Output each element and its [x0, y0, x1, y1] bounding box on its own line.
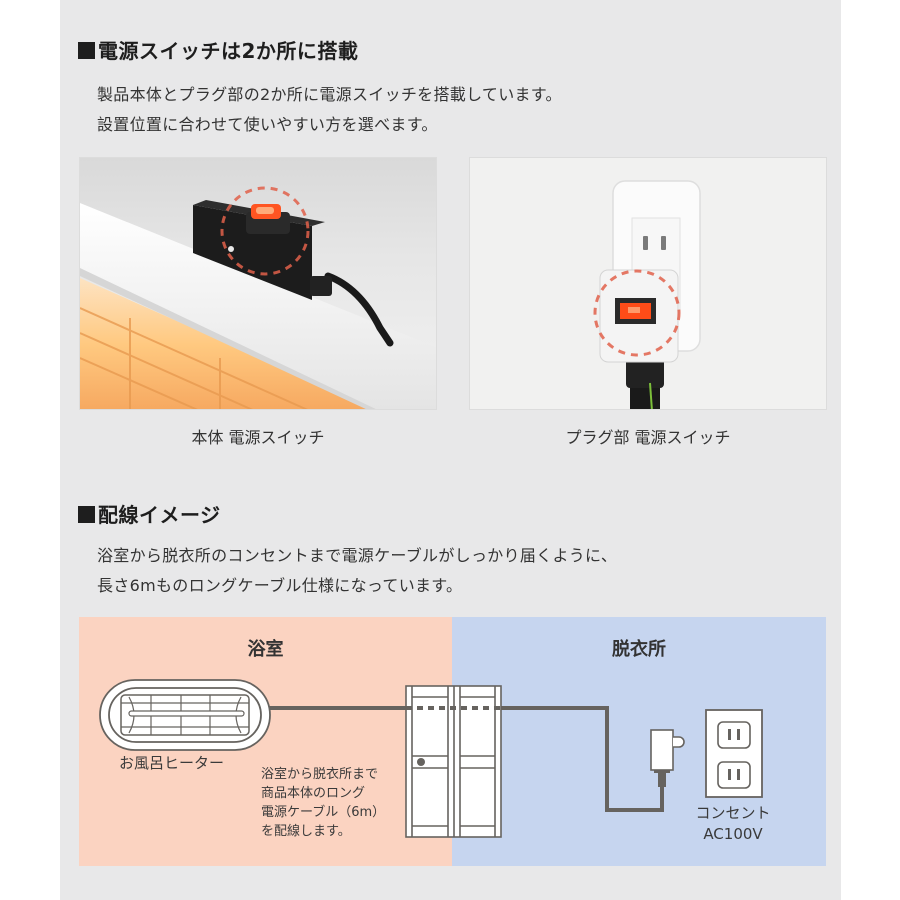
plug-icon — [650, 729, 685, 787]
description-line: 設置位置に合わせて使いやすい方を選べます。 — [97, 115, 438, 134]
outlet-label-line: コンセント — [695, 804, 771, 822]
bathroom-zone-label: 浴室 — [247, 639, 284, 660]
plug-switch-photo — [469, 157, 827, 410]
section-heading-wiring: 配線イメージ — [78, 499, 221, 528]
diagram-graphics — [99, 679, 763, 838]
description-line: 浴室から脱衣所のコンセントまで電源ケーブルがしっかり届くように、 — [97, 546, 618, 565]
cable-note-line: 電源ケーブル（6m） — [261, 805, 386, 820]
power-cable — [501, 706, 664, 812]
heater-label: お風呂ヒーター — [119, 754, 225, 772]
photo-caption: プラグ部 電源スイッチ — [565, 428, 731, 447]
highlight-circle — [593, 269, 681, 357]
outlet-label: コンセント AC100V — [685, 803, 781, 845]
outlet-label-line: AC100V — [703, 825, 763, 843]
section-heading-power-switch: 電源スイッチは2か所に搭載 — [78, 35, 358, 64]
square-bullet-icon — [78, 42, 95, 59]
description-line: 製品本体とプラグ部の2か所に電源スイッチを搭載しています。 — [97, 85, 562, 104]
cable-note-line: 浴室から脱衣所まで — [261, 767, 379, 782]
section-description: 製品本体とプラグ部の2か所に電源スイッチを搭載しています。 設置位置に合わせて使… — [97, 80, 562, 140]
wiring-diagram: 浴室 脱衣所 — [79, 617, 826, 866]
wall-outlet-icon — [705, 709, 763, 798]
cable-note-line: を配線します。 — [261, 824, 351, 839]
section-description: 浴室から脱衣所のコンセントまで電源ケーブルがしっかり届くように、 長さ6mものロ… — [97, 541, 617, 601]
heater-switch-illustration — [80, 186, 436, 409]
cable-note: 浴室から脱衣所まで 商品本体のロング 電源ケーブル（6m） を配線します。 — [261, 765, 385, 841]
bath-heater-icon — [99, 679, 271, 751]
dressing-room-zone — [452, 617, 826, 866]
heading-text: 配線イメージ — [98, 503, 221, 527]
door-handle-icon — [417, 758, 425, 766]
highlight-circle — [220, 186, 310, 276]
description-line: 長さ6mものロングケーブル仕様になっています。 — [97, 576, 463, 595]
plug-switch-illustration — [593, 180, 701, 409]
dressing-room-zone-label: 脱衣所 — [612, 639, 666, 660]
cable-note-line: 商品本体のロング — [261, 786, 366, 801]
photo-caption: 本体 電源スイッチ — [191, 428, 325, 447]
heading-text: 電源スイッチは2か所に搭載 — [98, 39, 359, 63]
door-icon — [405, 685, 502, 838]
heater-body-switch-photo — [79, 157, 437, 410]
square-bullet-icon — [78, 506, 95, 523]
